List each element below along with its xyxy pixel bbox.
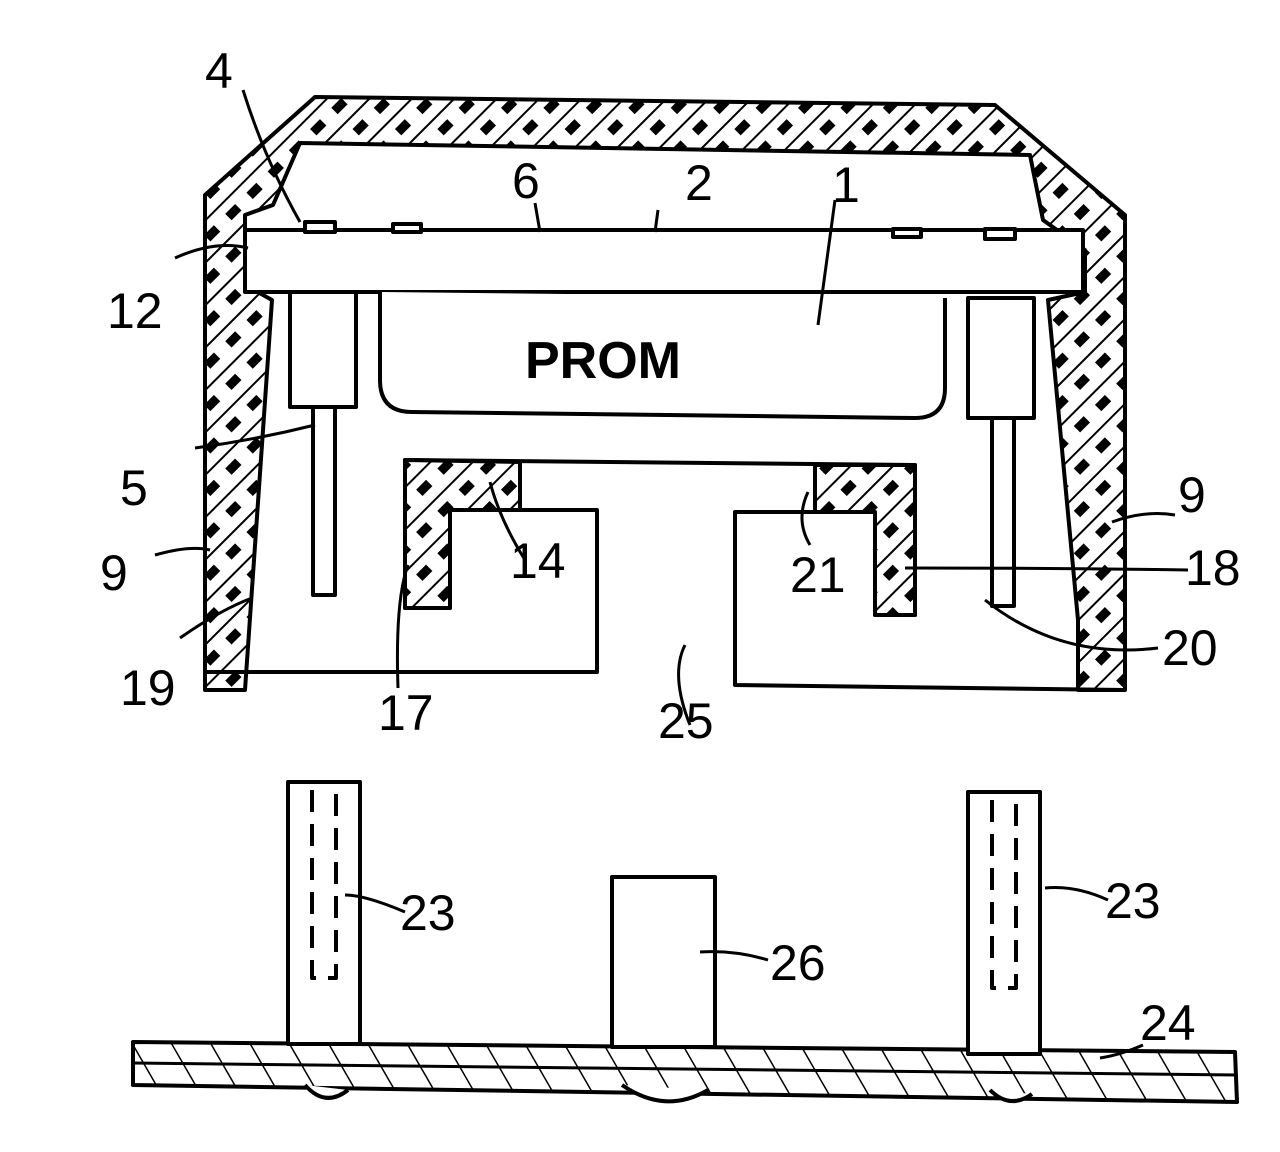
left-pin-5 xyxy=(313,407,335,595)
label-26: 26 xyxy=(770,935,826,991)
label-20: 20 xyxy=(1162,620,1218,676)
label-19: 19 xyxy=(120,660,176,716)
label-6: 6 xyxy=(512,153,540,209)
housing-base-left xyxy=(205,460,1125,690)
label-23-right: 23 xyxy=(1105,873,1161,929)
chip-label: PROM xyxy=(525,332,681,390)
label-23-left: 23 xyxy=(400,885,456,941)
key-block-26 xyxy=(612,877,715,1047)
label-1: 1 xyxy=(832,157,860,213)
label-18: 18 xyxy=(1185,540,1241,596)
label-2: 2 xyxy=(685,155,713,211)
circuit-board-2 xyxy=(245,230,1083,292)
label-25: 25 xyxy=(658,693,714,749)
label-21: 21 xyxy=(790,547,846,603)
right-pin xyxy=(992,418,1014,606)
label-14: 14 xyxy=(510,533,566,589)
label-4: 4 xyxy=(205,43,233,99)
right-connector-block xyxy=(968,298,1034,418)
label-24: 24 xyxy=(1140,995,1196,1051)
label-9-right: 9 xyxy=(1178,467,1206,523)
label-17: 17 xyxy=(378,685,434,741)
socket-23-right xyxy=(968,792,1040,1054)
left-connector-block xyxy=(290,292,356,407)
label-12: 12 xyxy=(107,283,163,339)
label-5: 5 xyxy=(120,460,148,516)
socket-23-left xyxy=(288,782,360,1044)
label-9-left: 9 xyxy=(100,545,128,601)
gasket-left-14-17 xyxy=(405,460,520,608)
